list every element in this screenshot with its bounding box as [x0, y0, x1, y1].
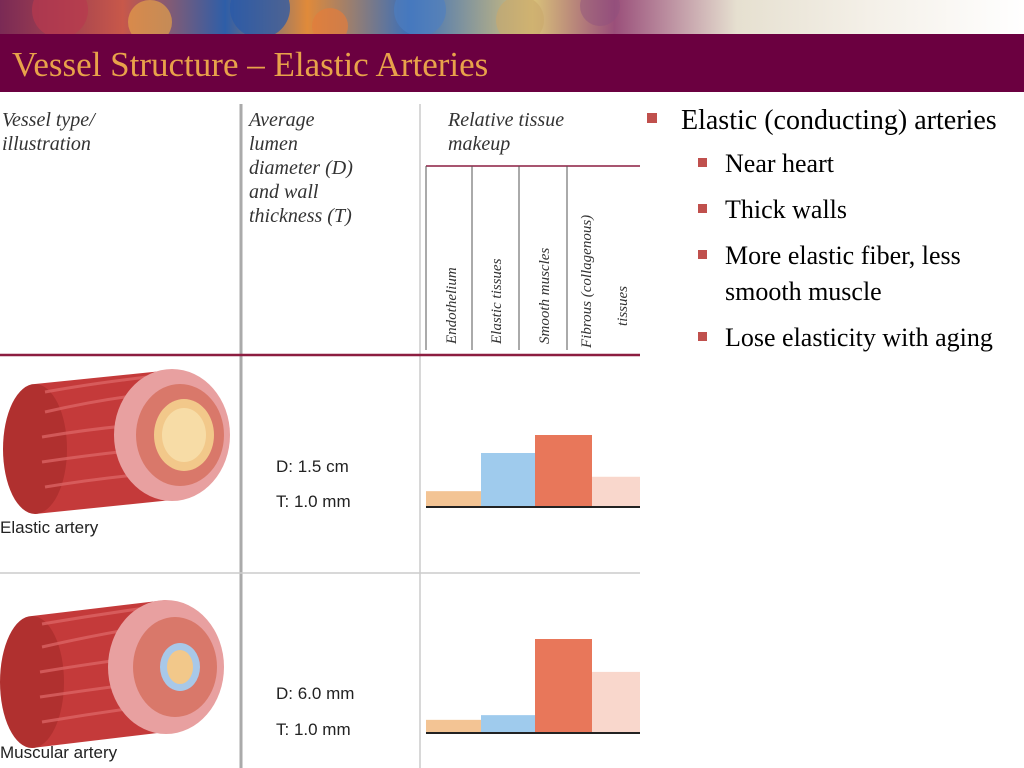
row-label-elastic-artery: Elastic artery	[0, 518, 99, 537]
diameter-header-4: and wall	[249, 181, 319, 203]
diameter-header-3: diameter (D)	[249, 157, 353, 179]
bullet-square-icon	[698, 332, 707, 341]
tissue-col-elastic: Elastic tissues	[489, 258, 505, 345]
row-thickness-muscular: T: 1.0 mm	[276, 720, 351, 739]
vessel-type-header-1: Vessel type/	[2, 109, 97, 131]
muscular-artery-illustration	[0, 600, 224, 748]
sub-bullet-1: Near heart	[645, 146, 1020, 182]
bar-row2-elastic-tissues	[481, 715, 535, 733]
sub-bullet-text: More elastic fiber, less smooth muscle	[725, 241, 961, 306]
sub-bullet-text: Thick walls	[725, 195, 848, 224]
vessel-table-figure: Vessel type/ illustration Average lumen …	[0, 92, 640, 768]
bar-row2-smooth-muscles	[535, 639, 592, 733]
muscular-artery-tissue-bars	[426, 639, 640, 733]
tissue-col-endothelium: Endothelium	[444, 267, 460, 345]
vessel-table-svg: Vessel type/ illustration Average lumen …	[0, 104, 640, 768]
tissue-col-fibrous: Fibrous (collagenous)	[579, 215, 595, 349]
bar-row1-smooth-muscles	[535, 435, 592, 507]
bullet-main-text: Elastic (conducting) arteries	[681, 105, 997, 136]
bullet-list: Elastic (conducting) arteries Near heart…	[645, 102, 1020, 366]
diameter-header-1: Average	[247, 109, 315, 131]
banner-art-image	[32, 0, 620, 34]
bar-row1-elastic-tissues	[481, 453, 535, 507]
sub-bullet-text: Near heart	[725, 149, 834, 178]
row-thickness-elastic: T: 1.0 mm	[276, 492, 351, 511]
bullet-square-icon	[698, 250, 707, 259]
row-diameter-muscular: D: 6.0 mm	[276, 684, 354, 703]
tissue-col-fibrous-2: tissues	[615, 286, 631, 326]
row-diameter-elastic: D: 1.5 cm	[276, 457, 349, 476]
bar-row1-fibrous-collagenous-tissues	[592, 476, 640, 507]
tissue-col-smooth-muscle: Smooth muscles	[537, 248, 553, 344]
slide-title: Vessel Structure – Elastic Arteries	[12, 45, 489, 84]
diameter-header-2: lumen	[249, 133, 298, 155]
sub-bullet-text: Lose elasticity with aging	[725, 323, 993, 352]
bullet-main: Elastic (conducting) arteries	[645, 102, 1020, 140]
sub-bullet-2: Thick walls	[645, 192, 1020, 228]
row-label-muscular-artery: Muscular artery	[0, 743, 118, 762]
vessel-type-header-2: illustration	[2, 133, 91, 155]
elastic-artery-tissue-bars	[426, 435, 640, 507]
bar-row2-fibrous-collagenous-tissues	[592, 671, 640, 733]
diameter-header-5: thickness (T)	[249, 205, 352, 227]
elastic-artery-illustration	[3, 369, 230, 514]
bullet-square-icon	[698, 204, 707, 213]
bar-row2-endothelium	[426, 719, 481, 733]
tissue-header-2: makeup	[448, 133, 510, 155]
bar-row1-endothelium	[426, 491, 481, 507]
tissue-header-1: Relative tissue	[447, 109, 564, 131]
title-bar	[0, 34, 1024, 92]
sub-bullet-3: More elastic fiber, less smooth muscle	[645, 238, 1020, 310]
sub-bullet-4: Lose elasticity with aging	[645, 320, 1020, 356]
decorative-banner	[0, 0, 1024, 34]
bullet-square-icon	[647, 113, 657, 123]
bullet-square-icon	[698, 158, 707, 167]
